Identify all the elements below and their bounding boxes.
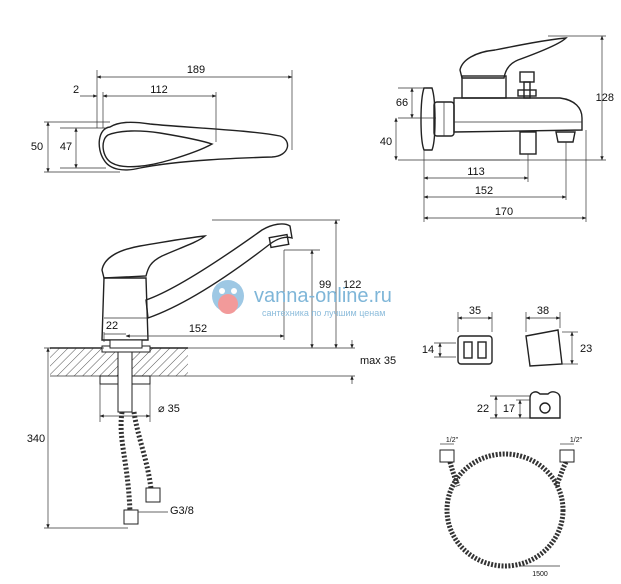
dim-112: 112 xyxy=(150,84,168,96)
holder-bracket-body xyxy=(529,391,561,419)
dim-holder-23: 23 xyxy=(580,343,592,355)
dim-340: 340 xyxy=(27,433,45,445)
holder-side-body xyxy=(525,329,563,367)
dim-max-35: max 35 xyxy=(360,355,396,367)
basin-lever-handle xyxy=(101,235,208,279)
watermark-tagline: сантехника по лучшим ценам xyxy=(262,308,385,318)
dim-40: 40 xyxy=(380,136,392,148)
dim-152-bath: 152 xyxy=(475,185,493,197)
watermark-logo-icon xyxy=(212,280,244,314)
cartridge-housing xyxy=(461,75,507,99)
dim-22: 22 xyxy=(106,320,118,332)
lever-handle xyxy=(459,37,568,79)
dim-holder-38: 38 xyxy=(537,305,549,317)
hose-thread-right: 1/2" xyxy=(570,437,583,444)
handle-inner-outline xyxy=(102,130,214,168)
dim-113: 113 xyxy=(467,166,485,178)
dim-holder-35: 35 xyxy=(469,305,481,317)
hose-length: 1500 xyxy=(532,571,548,578)
holder-front: 35 14 xyxy=(422,305,493,365)
hose-end-left xyxy=(439,449,455,463)
hose-end-right xyxy=(559,449,575,463)
handle-top-view: 189 2 112 50 47 xyxy=(31,64,293,173)
dim-66: 66 xyxy=(396,97,408,109)
dim-diameter-35: ⌀ 35 xyxy=(158,403,180,415)
handle-outline xyxy=(98,121,289,171)
dim-99: 99 xyxy=(319,279,331,291)
hose-nut-left xyxy=(123,509,139,525)
hose-nut-right xyxy=(145,487,161,503)
dim-50: 50 xyxy=(31,141,43,153)
dim-189: 189 xyxy=(187,64,205,76)
dim-122: 122 xyxy=(343,279,361,291)
dim-47: 47 xyxy=(60,141,72,153)
holder-bracket: 22 17 xyxy=(477,391,561,419)
hose-thread-left: 1/2" xyxy=(446,437,459,444)
basin-mixer-side-view: 122 99 152 22 max 35 340 ⌀ 35 G3/8 xyxy=(27,219,396,529)
dim-170: 170 xyxy=(495,206,513,218)
diverter-knob xyxy=(519,71,535,83)
basin-spout xyxy=(145,223,293,319)
dim-holder-22: 22 xyxy=(477,403,489,415)
dim-holder-14: 14 xyxy=(422,344,434,356)
wall-flange xyxy=(420,87,436,151)
dim-152-basin: 152 xyxy=(189,323,207,335)
dim-2: 2 xyxy=(73,84,79,96)
dim-128: 128 xyxy=(596,92,614,104)
shower-hose: 1/2" 1/2" 1500 xyxy=(439,437,583,578)
watermark: vanna-online.ru сантехника по лучшим цен… xyxy=(212,280,392,318)
basin-body xyxy=(101,277,149,341)
dim-g38: G3/8 xyxy=(170,505,194,517)
bath-mixer-side-view: 128 66 40 113 152 170 xyxy=(380,35,614,222)
holder-side: 38 23 xyxy=(525,305,592,367)
mixer-body xyxy=(453,97,583,133)
dim-holder-17: 17 xyxy=(503,403,515,415)
holder-front-body xyxy=(457,335,493,365)
mounting-stud xyxy=(117,351,133,413)
spout-outlet xyxy=(519,131,537,155)
watermark-brand: vanna-online.ru xyxy=(254,285,392,307)
